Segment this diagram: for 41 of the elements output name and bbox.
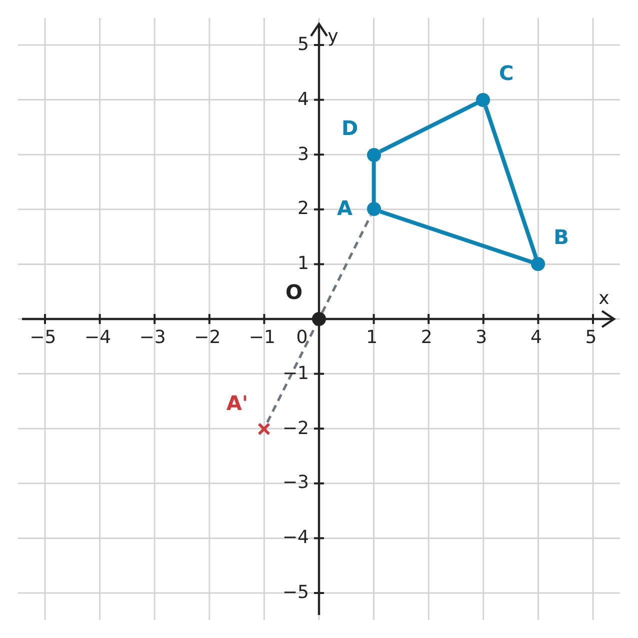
polygon-side bbox=[372, 162, 376, 202]
point-marker bbox=[366, 148, 381, 162]
tick-label: −1 bbox=[248, 329, 276, 347]
tick-label: −3 bbox=[282, 474, 309, 492]
tick-label: −1 bbox=[282, 364, 309, 383]
axis-label: y bbox=[328, 28, 338, 46]
tick-label: −3 bbox=[139, 329, 166, 347]
point-label: O bbox=[286, 282, 302, 302]
tick-label: 5 bbox=[585, 329, 597, 347]
polygon-side bbox=[484, 106, 538, 258]
tick-label: −2 bbox=[194, 329, 221, 347]
tick-label: −5 bbox=[30, 329, 56, 347]
point-label: A bbox=[337, 198, 353, 218]
point-marker bbox=[366, 202, 381, 216]
cross-marker bbox=[257, 422, 272, 436]
tick-label: 5 bbox=[298, 36, 309, 54]
point-label: D bbox=[342, 118, 358, 138]
dashed-line bbox=[321, 215, 372, 314]
tick-label: 2 bbox=[420, 329, 432, 347]
tick-label: 3 bbox=[476, 329, 488, 347]
tick-label: 1 bbox=[366, 329, 378, 347]
tick-label: 3 bbox=[298, 146, 309, 164]
tick-label: −4 bbox=[84, 329, 112, 347]
point-label: B bbox=[554, 227, 569, 248]
polygon-side bbox=[380, 210, 532, 264]
tick-label: −5 bbox=[282, 584, 309, 602]
tick-label: −2 bbox=[282, 420, 309, 438]
dashed-line bbox=[266, 324, 317, 423]
tick-label: 0 bbox=[296, 329, 308, 347]
point-label: C bbox=[499, 62, 514, 83]
point-label: A' bbox=[226, 392, 248, 413]
point-marker bbox=[476, 92, 490, 107]
point-marker bbox=[312, 312, 326, 326]
tick-label: −4 bbox=[282, 529, 309, 548]
polygon-side bbox=[379, 101, 478, 154]
tick-label: 2 bbox=[298, 200, 309, 218]
tick-label: 4 bbox=[530, 329, 542, 347]
tick-label: 4 bbox=[298, 90, 309, 109]
point-marker bbox=[531, 257, 546, 272]
axis-label: x bbox=[598, 290, 610, 308]
tick-label: 1 bbox=[298, 255, 309, 274]
